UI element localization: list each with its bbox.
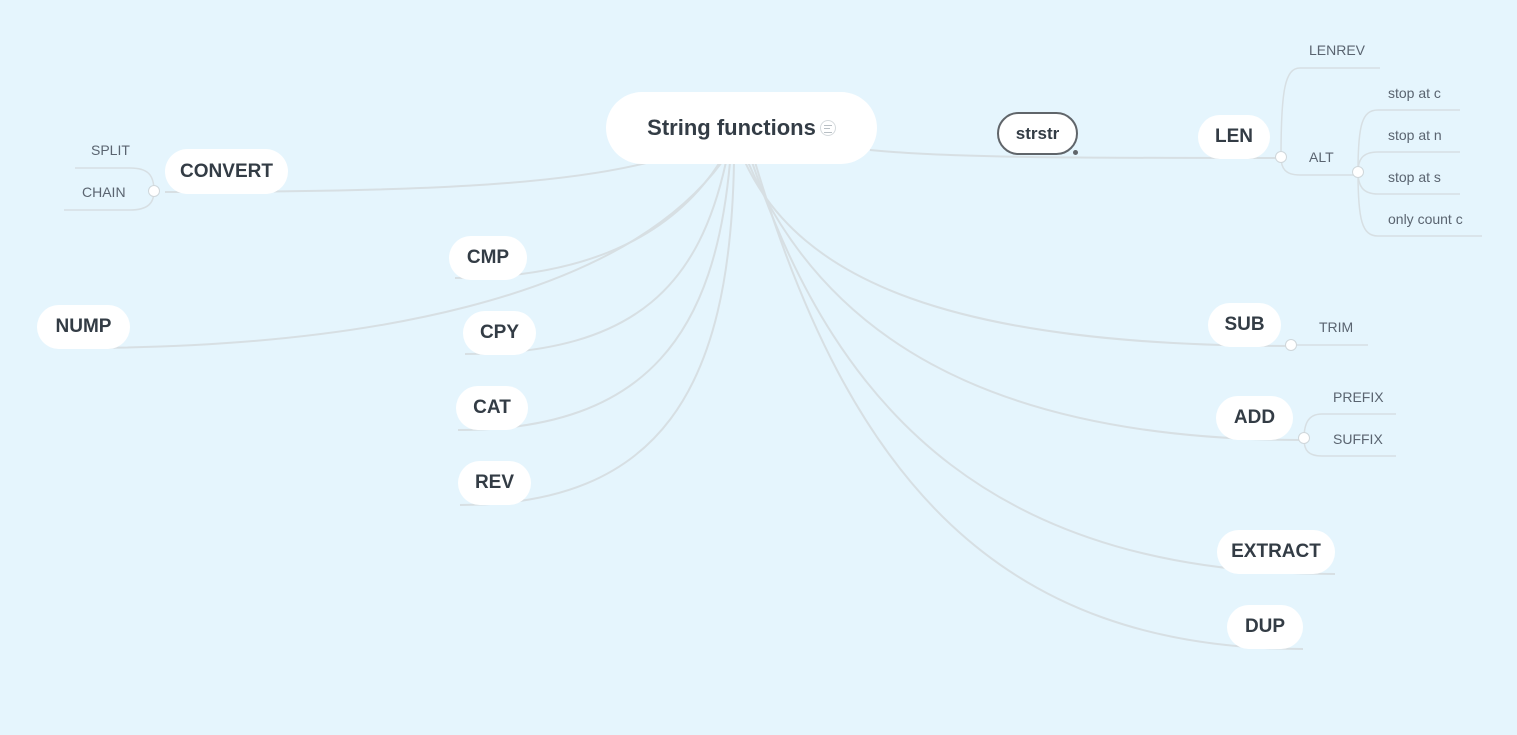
topic-extract-label: EXTRACT: [1231, 541, 1321, 562]
topic-cat[interactable]: CAT: [456, 386, 528, 430]
topic-extract[interactable]: EXTRACT: [1217, 530, 1335, 574]
subtopic-stop-at-c[interactable]: stop at c: [1388, 85, 1441, 101]
floating-topic-label: strstr: [1015, 123, 1060, 143]
topic-nump[interactable]: NUMP: [37, 305, 130, 349]
topic-cat-label: CAT: [473, 397, 511, 418]
topic-cpy-label: CPY: [479, 322, 520, 343]
subtopic-alt[interactable]: ALT: [1309, 149, 1334, 165]
topic-convert-label: CONVERT: [180, 160, 273, 182]
topic-cmp[interactable]: CMP: [449, 236, 527, 280]
edge-root-cpy: [464, 161, 727, 355]
subtopic-chain[interactable]: CHAIN: [82, 184, 126, 200]
convert-collapse-toggle[interactable]: [148, 185, 160, 197]
edge-root-len: [869, 149, 1281, 159]
subtopic-trim[interactable]: TRIM: [1319, 319, 1354, 335]
subtopic-prefix[interactable]: PREFIX: [1333, 389, 1384, 405]
topic-rev[interactable]: REV: [458, 461, 531, 505]
topic-len-label: LEN: [1215, 126, 1253, 147]
topic-cmp-label: CMP: [466, 247, 510, 268]
topic-sub-label: SUB: [1224, 314, 1265, 335]
topic-cpy[interactable]: CPY: [463, 311, 536, 355]
topic-dup[interactable]: DUP: [1227, 605, 1303, 649]
edge-root-add: [747, 161, 1304, 441]
alt-collapse-toggle[interactable]: [1352, 166, 1364, 178]
topic-len[interactable]: LEN: [1198, 115, 1270, 159]
add-collapse-toggle[interactable]: [1298, 432, 1310, 444]
topic-sub[interactable]: SUB: [1208, 303, 1281, 347]
root-topic[interactable]: String functions: [606, 92, 877, 164]
subtopic-suffix[interactable]: SUFFIX: [1333, 431, 1383, 447]
subtopic-split[interactable]: SPLIT: [91, 142, 130, 158]
subtopic-stop-at-n[interactable]: stop at n: [1388, 127, 1442, 143]
edge-len-lenrev: [1280, 67, 1380, 158]
edge-root-dup: [754, 161, 1304, 650]
edge-root-nump: [74, 161, 723, 349]
edge-root-cat: [457, 161, 731, 431]
edge-alt-only: [1357, 171, 1482, 237]
edge-root-rev: [459, 161, 735, 506]
floating-anchor-handle[interactable]: [1073, 150, 1078, 155]
topic-add[interactable]: ADD: [1216, 396, 1293, 440]
topic-rev-label: REV: [474, 472, 515, 493]
len-collapse-toggle[interactable]: [1275, 151, 1287, 163]
subtopic-lenrev[interactable]: LENREV: [1309, 42, 1366, 58]
sub-collapse-toggle[interactable]: [1285, 339, 1297, 351]
edge-root-sub: [744, 161, 1291, 347]
edge-root-extract: [751, 161, 1336, 575]
topic-add-label: ADD: [1233, 407, 1276, 428]
topic-nump-label: NUMP: [55, 316, 112, 337]
note-icon[interactable]: [819, 120, 836, 136]
subtopic-stop-at-s[interactable]: stop at s: [1388, 169, 1441, 185]
edge-alt-c: [1357, 109, 1460, 173]
floating-topic-strstr[interactable]: strstr: [997, 112, 1078, 155]
root-topic-label: String functions: [647, 115, 816, 140]
topic-dup-label: DUP: [1244, 616, 1286, 637]
subtopic-only-count-c[interactable]: only count c: [1388, 211, 1463, 227]
topic-convert[interactable]: CONVERT: [165, 149, 288, 194]
